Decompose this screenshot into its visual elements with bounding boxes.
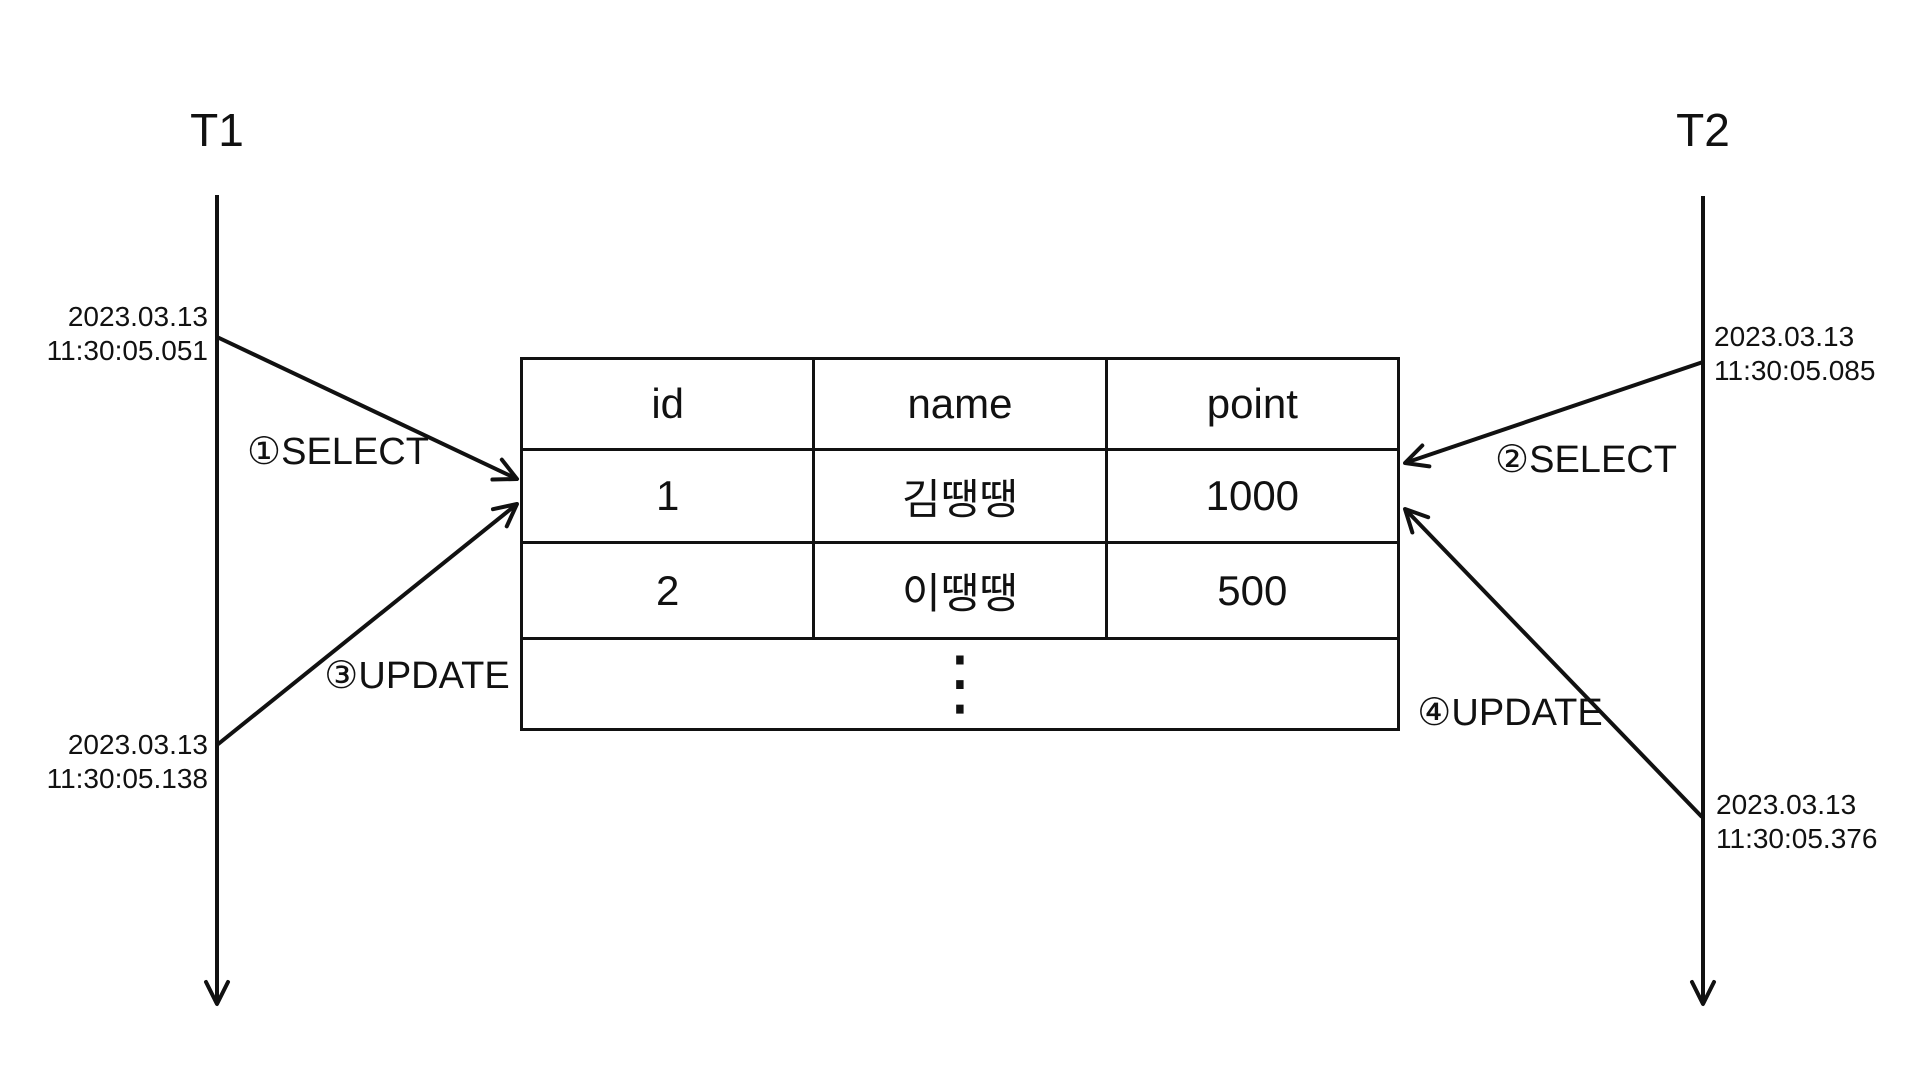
timestamp-date: 2023.03.13 xyxy=(1714,321,1855,352)
arrow-update-4 xyxy=(1403,507,1704,819)
db-table-ellipsis-cell: ⋮ xyxy=(520,637,1400,731)
transaction-t1-label: T1 xyxy=(190,104,244,156)
timestamp-date: 2023.03.13 xyxy=(67,729,208,760)
timestamp-time: 11:30:05.376 xyxy=(1716,823,1878,854)
timestamp-t1-update: 2023.03.13 11:30:05.138 xyxy=(0,728,208,796)
db-table-row-1: 1 김땡땡 1000 xyxy=(519,448,1401,544)
db-table-header-name: name xyxy=(812,357,1108,451)
db-table-header-row: id name point xyxy=(519,357,1401,451)
arrow-update-3 xyxy=(215,502,519,747)
timestamp-date: 2023.03.13 xyxy=(1716,789,1857,820)
timestamp-time: 11:30:05.138 xyxy=(46,763,208,794)
db-table: id name point 1 김땡땡 1000 2 이땡땡 500 ⋮ xyxy=(519,357,1401,731)
arrow-select-1 xyxy=(216,335,519,482)
vertical-ellipsis: ⋮ xyxy=(924,643,996,723)
timestamp-t2-update: 2023.03.13 11:30:05.376 xyxy=(1716,788,1877,856)
db-table-header-id: id xyxy=(519,357,816,451)
db-table-ellipsis-row: ⋮ xyxy=(520,637,1400,731)
timestamp-t2-select: 2023.03.13 11:30:05.085 xyxy=(1714,320,1875,388)
db-table-cell-name: 김땡땡 xyxy=(812,448,1108,544)
db-table-cell-name: 이땡땡 xyxy=(812,541,1108,640)
timestamp-time: 11:30:05.051 xyxy=(46,335,208,366)
db-table-row-2: 2 이땡땡 500 xyxy=(519,541,1401,640)
op-label-update-4: ④UPDATE xyxy=(1417,692,1603,734)
transaction-t2-label: T2 xyxy=(1676,104,1730,156)
op-label-update-3: ③UPDATE xyxy=(324,655,510,697)
db-table-cell-id: 1 xyxy=(519,448,816,544)
timestamp-time: 11:30:05.085 xyxy=(1714,355,1876,386)
db-table-cell-id: 2 xyxy=(519,541,816,640)
op-label-select-1: ①SELECT xyxy=(247,431,429,473)
timestamp-date: 2023.03.13 xyxy=(67,301,208,332)
timestamp-t1-select: 2023.03.13 11:30:05.051 xyxy=(0,300,208,368)
db-table-cell-point: 500 xyxy=(1104,541,1401,640)
arrow-select-2 xyxy=(1403,360,1704,469)
db-table-header-point: point xyxy=(1104,357,1401,451)
db-table-cell-point: 1000 xyxy=(1104,448,1401,544)
op-label-select-2: ②SELECT xyxy=(1495,439,1677,481)
